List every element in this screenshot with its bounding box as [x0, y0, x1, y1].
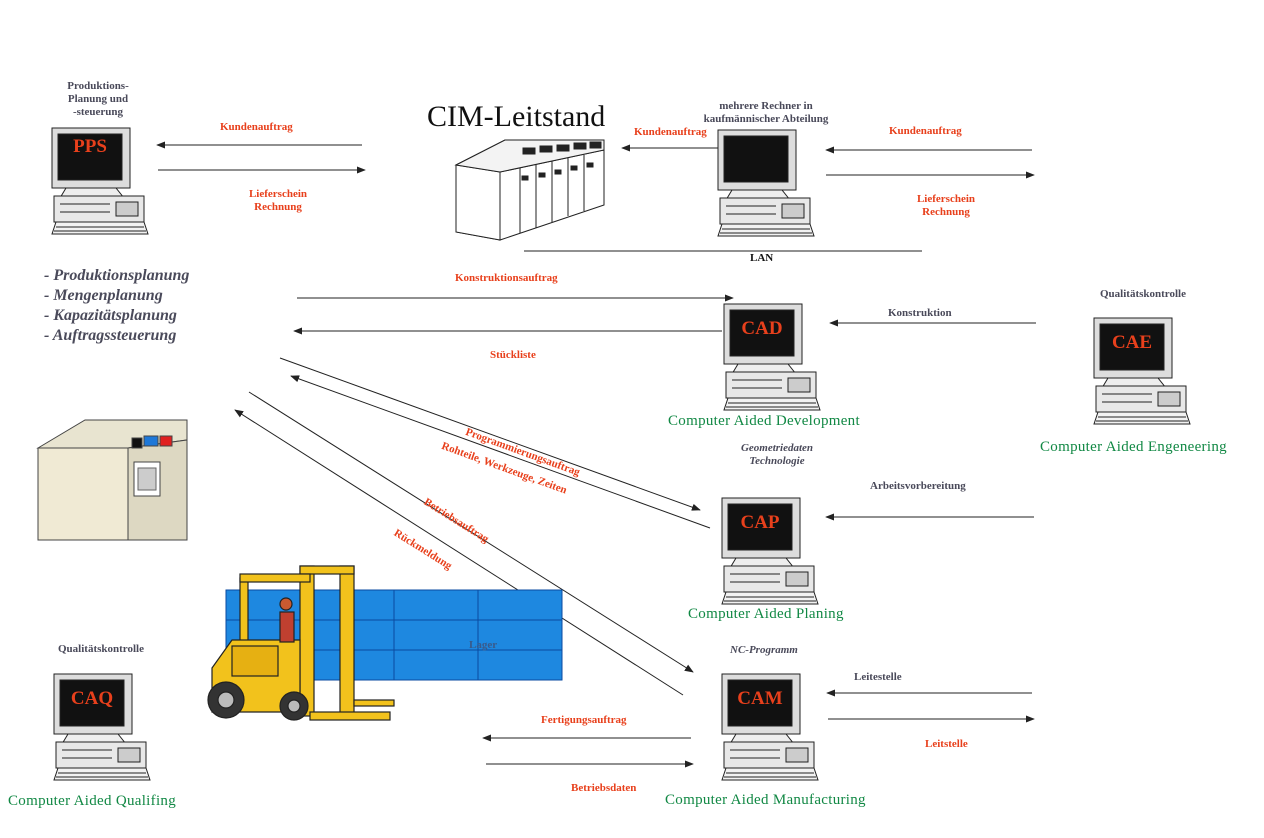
label-konstruktion: Konstruktion — [888, 307, 952, 319]
cap-screen-label: CAP — [740, 512, 780, 533]
cam-caption: Computer Aided Manufacturing — [665, 792, 866, 808]
label-betriebsdaten: Betriebsdaten — [571, 782, 637, 794]
label-lager: Lager — [469, 639, 498, 651]
caq-computer: CAQ — [52, 672, 152, 792]
label-kundenauftrag-right: Kundenauftrag — [889, 125, 962, 137]
label-kundenauftrag-left: Kundenauftrag — [220, 121, 293, 133]
pps-task-3: - Kapazitätsplanung — [44, 307, 177, 324]
cap-computer: CAP — [720, 496, 820, 616]
cae-screen-label: CAE — [1111, 332, 1153, 353]
pps-task-2: - Mengenplanung — [44, 287, 163, 304]
cae-computer: CAE — [1092, 316, 1192, 436]
page-title: CIM-Leitstand — [427, 100, 606, 133]
office-caption: mehrere Rechner in kaufmännischer Abteil… — [703, 100, 829, 125]
cap-heading: Geometriedaten Technologie — [740, 442, 814, 467]
arrow-rohteile — [290, 375, 711, 529]
label-leitestelle-top: Leitestelle — [854, 671, 902, 683]
cad-screen-label: CAD — [741, 318, 783, 339]
label-arbeitsvorbereitung: Arbeitsvorbereitung — [870, 480, 966, 492]
cap-caption: Computer Aided Planing — [688, 606, 844, 622]
pps-computer: PPS — [50, 126, 150, 246]
pps-screen-label: PPS — [73, 136, 107, 157]
label-lan: LAN — [750, 252, 774, 264]
cad-caption: Computer Aided Development — [668, 413, 860, 429]
cae-caption: Computer Aided Engeneering — [1040, 439, 1227, 455]
arrow-betriebsauftrag — [248, 391, 694, 673]
cam-computer: CAM — [720, 672, 820, 792]
pps-caption: Produktions- Planung und -steuerung — [67, 80, 129, 118]
pps-task-4: - Auftragssteuerung — [44, 327, 177, 344]
arrow-programmierungsauftrag — [279, 357, 701, 511]
label-leitestelle-bottom: Leitstelle — [925, 738, 968, 750]
pps-task-1: - Produktionsplanung — [44, 267, 190, 284]
label-lieferschein-left: Lieferschein Rechnung — [248, 188, 308, 213]
arrow-rueckmeldung — [234, 409, 684, 696]
label-lieferschein-right: Lieferschein Rechnung — [916, 193, 976, 218]
office-computer — [716, 128, 816, 248]
caq-screen-label: CAQ — [70, 688, 114, 709]
label-kundenauftrag-mid: Kundenauftrag — [634, 126, 707, 138]
label-fertigungsauftrag: Fertigungsauftrag — [541, 714, 627, 726]
caq-heading: Qualitätskontrolle — [58, 643, 144, 655]
cad-computer: CAD — [722, 302, 822, 422]
forklift-icon — [207, 565, 395, 721]
label-stueckliste: Stückliste — [490, 349, 536, 361]
cae-heading: Qualitätskontrolle — [1100, 288, 1186, 300]
cam-heading: NC-Programm — [730, 644, 798, 656]
label-konstruktionsauftrag: Konstruktionsauftrag — [455, 272, 558, 284]
caq-caption: Computer Aided Qualifing — [8, 793, 177, 809]
cam-screen-label: CAM — [737, 688, 783, 709]
